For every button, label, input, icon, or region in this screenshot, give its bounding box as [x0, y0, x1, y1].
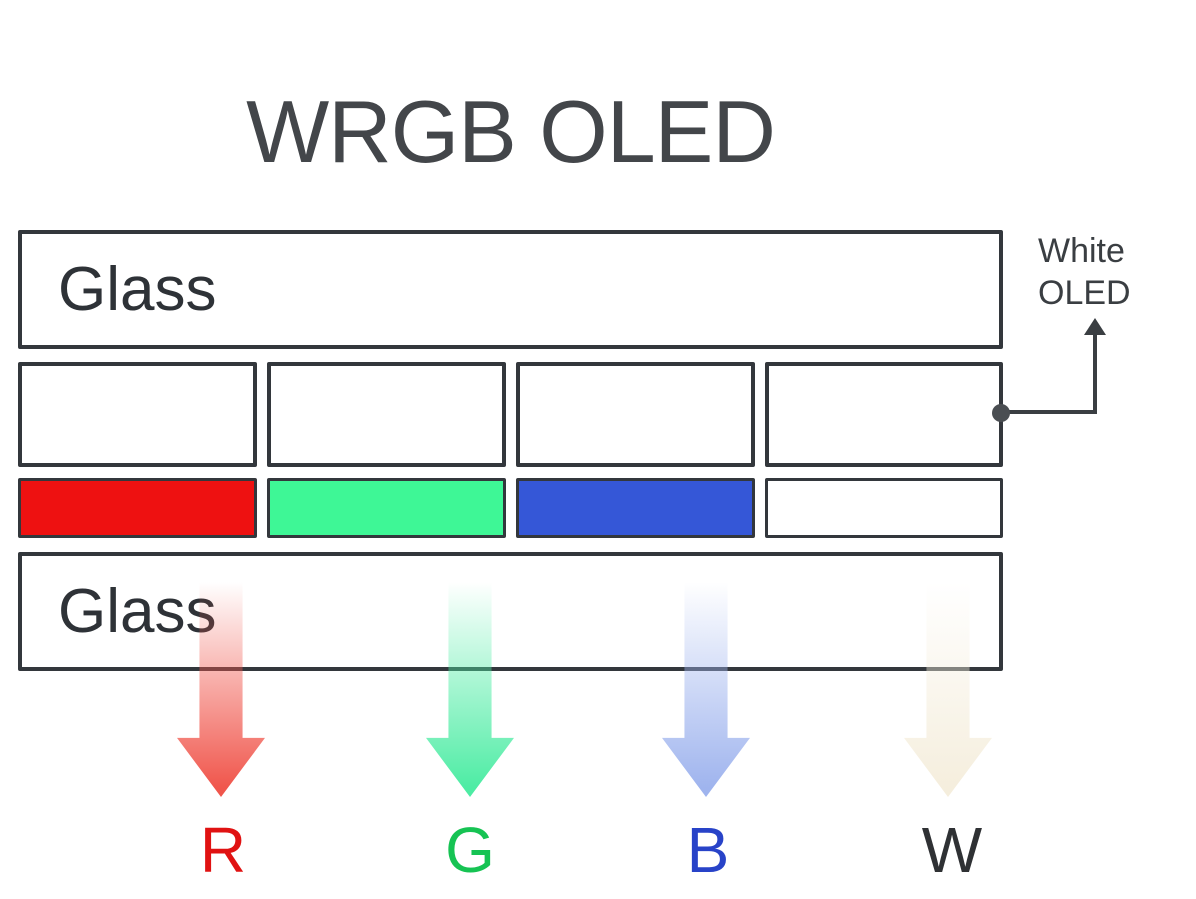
- callout-line-vertical: [1093, 333, 1097, 413]
- white-oled-callout-line1: White: [1038, 232, 1125, 270]
- white-oled-cell-r: [18, 362, 257, 467]
- diagram-title: WRGB OLED: [246, 82, 776, 181]
- bottom-glass-label: Glass: [58, 577, 217, 646]
- bottom-glass-layer: Glass: [18, 552, 1003, 671]
- white-oled-cell-w: [765, 362, 1003, 467]
- callout-anchor-dot: [992, 404, 1010, 422]
- top-glass-layer: Glass: [18, 230, 1003, 349]
- callout-up-arrow-icon: [1084, 318, 1106, 335]
- color-filter-blue: [516, 478, 755, 538]
- white-oled-callout-line2: OLED: [1038, 274, 1131, 312]
- color-filter-white: [765, 478, 1003, 538]
- label-blue: B: [686, 814, 730, 886]
- white-oled-cell-b: [516, 362, 755, 467]
- label-green: G: [445, 814, 495, 886]
- color-filter-green: [267, 478, 506, 538]
- white-oled-cell-g: [267, 362, 506, 467]
- callout-line-horizontal: [1001, 410, 1097, 414]
- label-red: R: [199, 814, 247, 886]
- label-white: W: [921, 814, 983, 886]
- white-oled-callout-label: White OLED: [1038, 230, 1131, 314]
- top-glass-label: Glass: [58, 255, 217, 324]
- color-filter-red: [18, 478, 257, 538]
